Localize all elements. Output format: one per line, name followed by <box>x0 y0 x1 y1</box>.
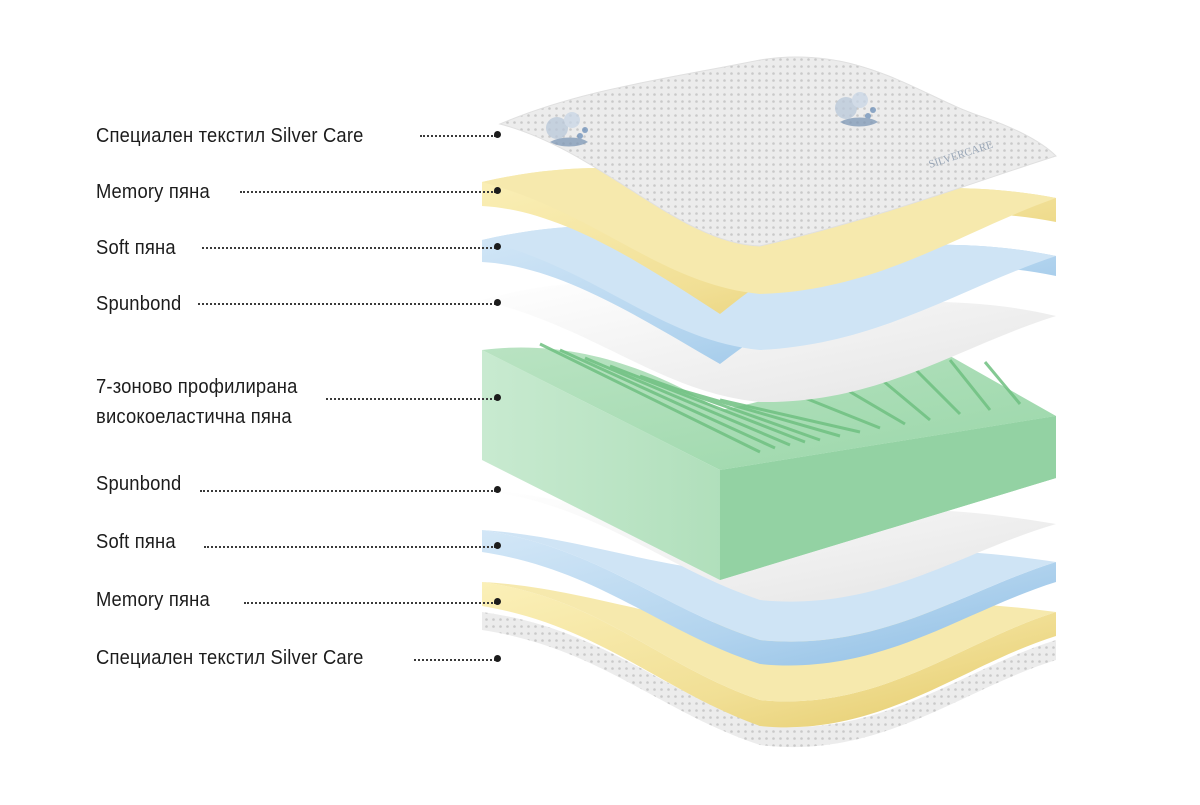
leader-dot <box>494 542 501 549</box>
label-bottom-memory-foam: Memory пяна <box>96 589 210 611</box>
leader-dot <box>494 394 501 401</box>
leader-dot <box>494 486 501 493</box>
leader-line <box>326 398 496 400</box>
leader-dot <box>494 655 501 662</box>
leader-line <box>240 191 496 193</box>
label-profiled-foam-line1: 7-зоново профилирана <box>96 376 298 398</box>
leader-line <box>198 303 496 305</box>
leader-line <box>202 247 496 249</box>
leader-dot <box>494 187 501 194</box>
silver-care-logo-icon <box>835 92 878 127</box>
leader-line <box>420 135 496 137</box>
label-top-spunbond: Spunbond <box>96 293 182 315</box>
label-top-textile: Специален текстил Silver Care <box>96 125 364 147</box>
layer-profiled-foam <box>482 342 1056 580</box>
leader-dot <box>494 299 501 306</box>
leader-dot <box>494 131 501 138</box>
layer-bottom-textile <box>482 612 1056 748</box>
label-top-memory-foam: Memory пяна <box>96 181 210 203</box>
leader-line <box>244 602 496 604</box>
leader-dot <box>494 598 501 605</box>
leader-dot <box>494 243 501 250</box>
leader-line <box>204 546 496 548</box>
label-profiled-foam-line2: високоеластична пяна <box>96 406 292 428</box>
silver-care-logo-icon <box>546 112 588 147</box>
label-bottom-soft-foam: Soft пяна <box>96 531 176 553</box>
label-top-soft-foam: Soft пяна <box>96 237 176 259</box>
label-bottom-spunbond: Spunbond <box>96 473 182 495</box>
label-bottom-textile: Специален текстил Silver Care <box>96 647 364 669</box>
layer-top-textile: SILVERCARE <box>498 56 1057 247</box>
leader-line <box>200 490 496 492</box>
leader-line <box>414 659 496 661</box>
